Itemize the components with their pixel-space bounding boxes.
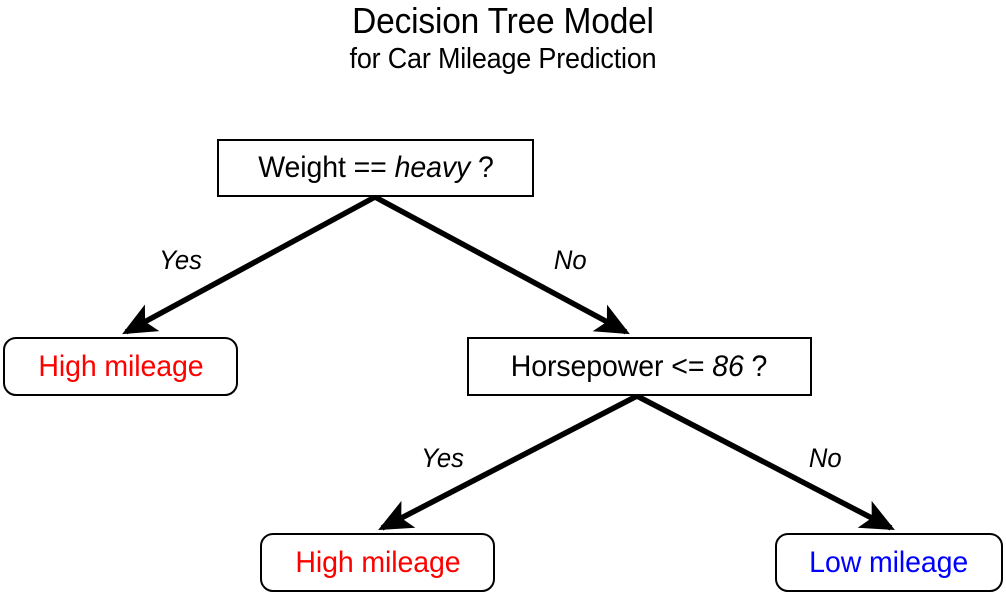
node-horsepower[interactable]: Horsepower <= 86 ? (467, 337, 812, 396)
node-leaf-high-mileage-mid[interactable]: High mileage (260, 533, 495, 592)
diagram-subtitle: for Car Mileage Prediction (349, 43, 657, 75)
edge-root-no (373, 194, 630, 335)
edge-label-horsepower-yes: Yes (421, 443, 464, 473)
node-leaf-low-mileage[interactable]: Low mileage (775, 533, 1003, 592)
node-root-prefix: Weight == (257, 151, 395, 184)
node-root-threshold: heavy (394, 151, 470, 184)
node-leaf-mid-label: High mileage (294, 545, 461, 579)
node-horsepower-prefix: Horsepower <= (511, 349, 713, 383)
node-leaf-high-mileage-left[interactable]: High mileage (3, 337, 238, 396)
node-root-label: Weight == heavy ? (258, 152, 494, 184)
node-horsepower-label: Horsepower <= 86 ? (511, 349, 768, 383)
edge-label-root-yes: Yes (159, 245, 202, 275)
node-horsepower-threshold: 86 (712, 349, 745, 383)
diagram-title: Decision Tree Model (352, 0, 654, 41)
node-root-weight[interactable]: Weight == heavy ? (217, 139, 534, 197)
edge-horsepower-no (635, 393, 895, 531)
node-root-suffix: ? (469, 151, 494, 184)
edge-label-root-no: No (553, 245, 587, 275)
diagram-title-block: Decision Tree Model for Car Mileage Pred… (0, 0, 1006, 76)
node-horsepower-suffix: ? (744, 349, 768, 383)
edge-label-horsepower-no: No (808, 443, 842, 473)
node-leaf-right-label: Low mileage (809, 545, 969, 579)
node-leaf-left-label: High mileage (37, 349, 204, 383)
